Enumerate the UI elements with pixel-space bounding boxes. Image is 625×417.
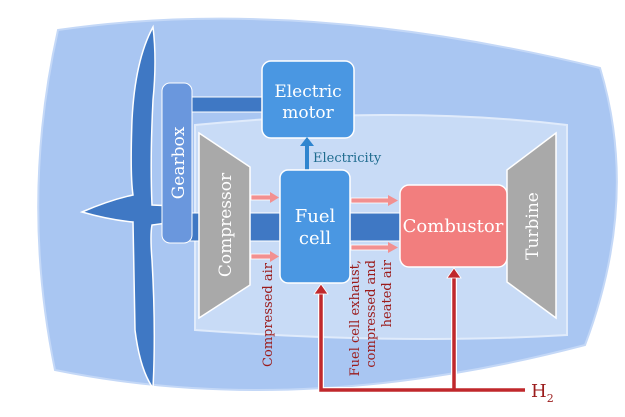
- hydrogen-label: H2: [531, 381, 554, 405]
- motor-shaft: [184, 96, 266, 113]
- hydrogen-supply-lines: [313, 267, 525, 393]
- hydrogen-subscript: 2: [547, 392, 554, 405]
- compressor-shape: [198, 131, 251, 320]
- exhaust-label-line1: Fuel cell exhaust,: [348, 260, 363, 376]
- exhaust-arrow-bottom: [350, 242, 398, 253]
- fuel-cell-label-line1: Fuel: [295, 206, 336, 227]
- electric-motor-label-line2: motor: [282, 103, 334, 123]
- fuel-cell-label-line2: cell: [299, 228, 331, 249]
- turbine-label: Turbine: [523, 192, 543, 260]
- compressor-label: Compressor: [216, 172, 236, 277]
- gearbox-label: Gearbox: [169, 126, 189, 199]
- exhaust-arrow-top: [350, 195, 398, 206]
- electric-motor-label-line1: Electric: [274, 82, 341, 102]
- electricity-label: Electricity: [313, 151, 382, 166]
- electricity-arrowhead: [300, 137, 314, 146]
- compressed-air-arrow-top: [250, 192, 279, 203]
- fuel-cell-box: [279, 169, 351, 284]
- compressed-air-label: Compressed air: [261, 262, 276, 367]
- exhaust-label-line2: compressed and: [364, 260, 379, 368]
- hydrogen-arrowhead-fuel-cell: [313, 283, 329, 295]
- exhaust-label-line3: heated air: [380, 259, 395, 327]
- gearbox-box: [161, 82, 193, 244]
- electric-motor-box: [261, 60, 355, 139]
- propeller: [79, 24, 176, 391]
- compressed-air-arrow-bottom: [250, 251, 279, 262]
- hydrogen-line-to-fuel-cell: [319, 292, 525, 392]
- combustor-box: [399, 184, 508, 268]
- hydrogen-arrowhead-combustor: [446, 267, 462, 279]
- combustor-label: Combustor: [403, 216, 504, 237]
- hydrogen-symbol: H: [531, 381, 547, 402]
